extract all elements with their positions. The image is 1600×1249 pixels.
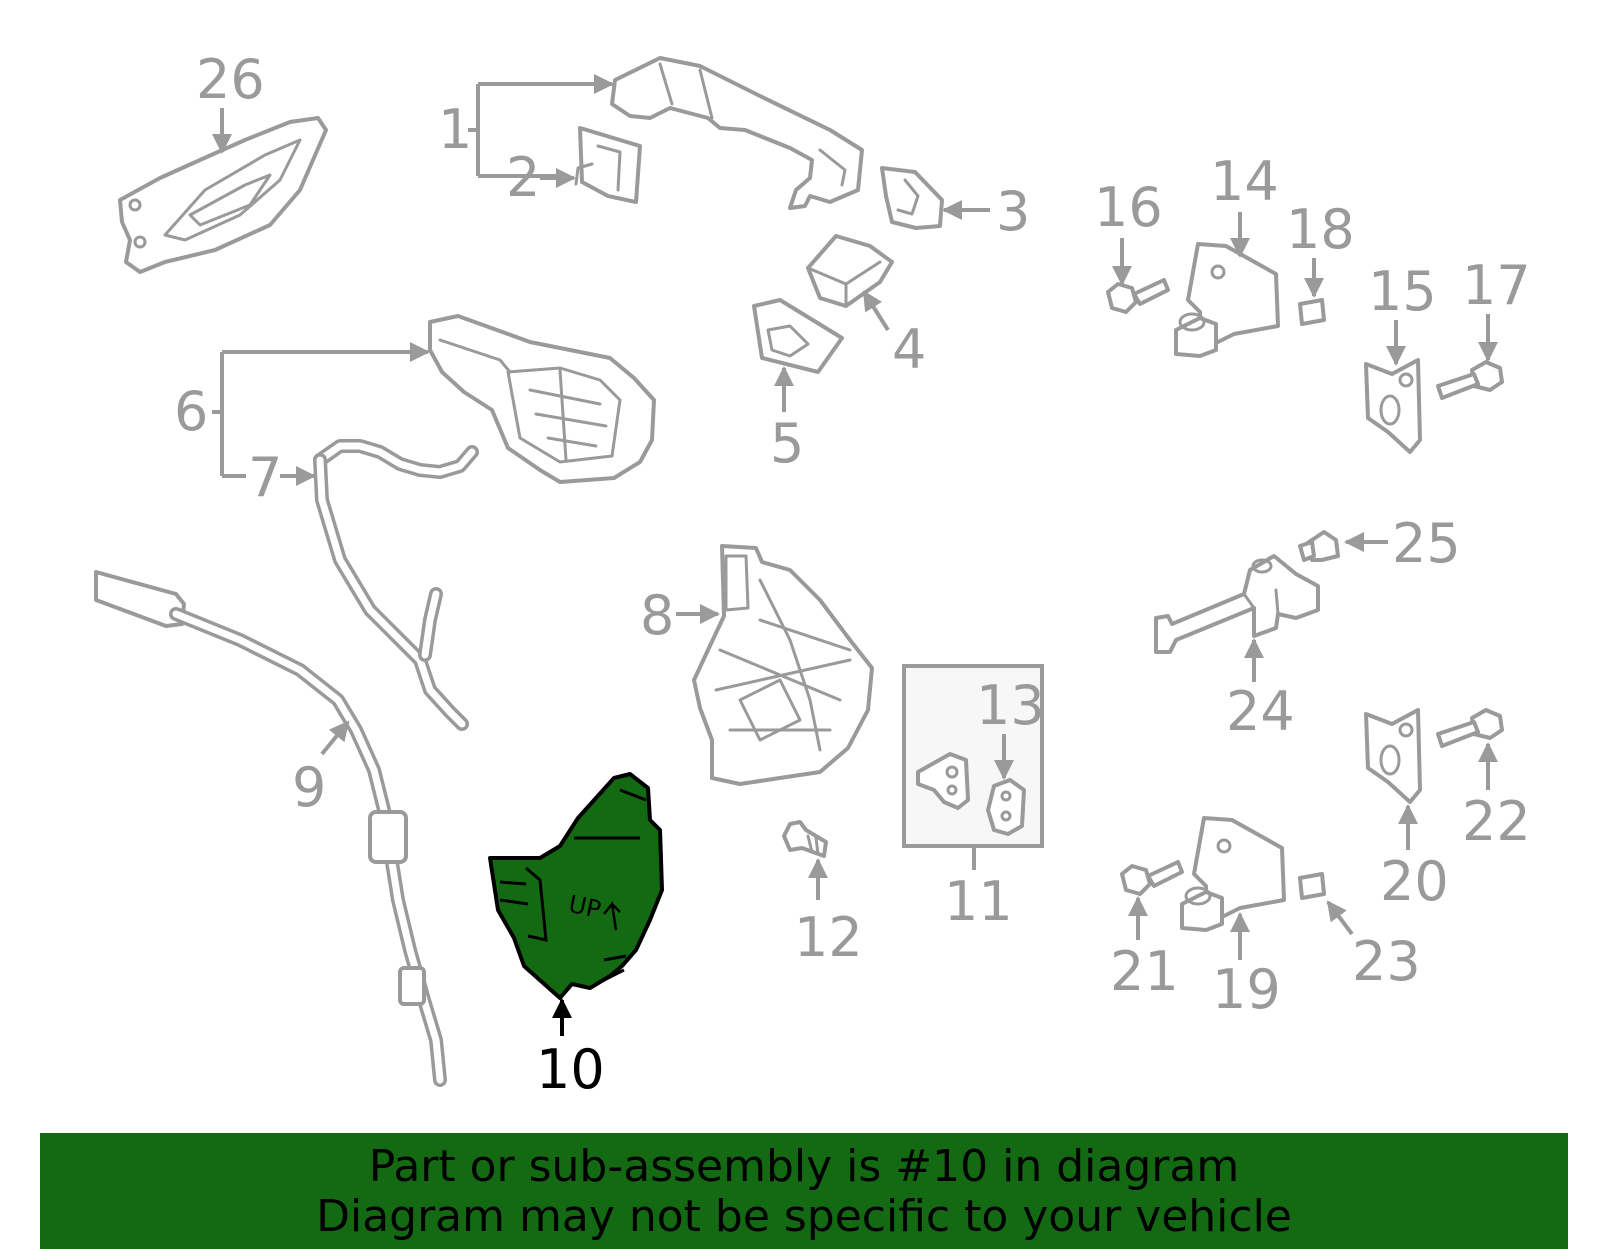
leader-23 <box>1326 900 1354 936</box>
label-part-21: 21 <box>1110 940 1179 1003</box>
label-part-17: 17 <box>1462 254 1531 317</box>
part-4-switch <box>806 234 894 308</box>
part-10-up-marking: UP <box>566 890 603 924</box>
label-part-9: 9 <box>292 756 326 819</box>
label-part-24: 24 <box>1226 680 1295 743</box>
part-17-bolt <box>1436 360 1504 400</box>
leader-9 <box>320 720 350 756</box>
label-part-2: 2 <box>506 146 540 209</box>
leader-4 <box>862 290 890 332</box>
part-2-bracket <box>574 126 642 204</box>
label-part-10: 10 <box>536 1038 605 1101</box>
label-part-26: 26 <box>196 48 265 111</box>
label-part-22: 22 <box>1462 790 1531 853</box>
leader-6 <box>212 350 428 478</box>
label-part-3: 3 <box>996 180 1030 243</box>
label-part-18: 18 <box>1286 198 1355 261</box>
label-part-7: 7 <box>248 446 282 509</box>
label-part-16: 16 <box>1094 176 1163 239</box>
label-part-23: 23 <box>1352 930 1421 993</box>
part-10-cover: UP <box>488 772 664 1000</box>
label-part-1: 1 <box>438 98 472 161</box>
part-7-cable <box>313 439 479 731</box>
part-11-kit-box <box>902 664 1044 848</box>
label-part-13: 13 <box>976 674 1045 737</box>
part-25-screw <box>1298 530 1340 562</box>
part-23-bushing <box>1298 872 1326 900</box>
label-part-12: 12 <box>794 906 863 969</box>
part-24-check-strap <box>1154 554 1320 654</box>
part-1-exterior-handle <box>610 56 864 210</box>
part-20-plate <box>1364 708 1422 804</box>
label-part-15: 15 <box>1368 260 1437 323</box>
part-22-bolt <box>1436 708 1504 748</box>
label-part-8: 8 <box>640 584 674 647</box>
part-21-bolt <box>1120 860 1184 896</box>
notice-line-1: Part or sub-assembly is #10 in diagram <box>368 1141 1240 1192</box>
notice-line-2: Diagram may not be specific to your vehi… <box>316 1191 1292 1242</box>
part-3-cap <box>880 166 944 230</box>
leader-1 <box>468 82 612 178</box>
part-16-bolt <box>1106 278 1170 314</box>
part-6-latch-assembly <box>428 314 656 484</box>
label-part-6: 6 <box>174 380 208 443</box>
part-14-hinge <box>1174 242 1280 358</box>
part-9-rod <box>94 570 447 1087</box>
part-8-latch <box>692 544 874 786</box>
part-15-plate <box>1364 358 1422 454</box>
notice-banner: Part or sub-assembly is #10 in diagram D… <box>40 1133 1568 1249</box>
label-part-4: 4 <box>892 318 926 381</box>
label-part-20: 20 <box>1380 850 1449 913</box>
label-part-11: 11 <box>944 870 1013 933</box>
label-part-25: 25 <box>1392 512 1461 575</box>
label-part-14: 14 <box>1210 150 1279 213</box>
label-part-5: 5 <box>770 412 804 475</box>
part-5-pad <box>752 298 844 374</box>
label-part-19: 19 <box>1212 958 1281 1021</box>
part-18-bushing <box>1298 298 1326 326</box>
part-12-screw <box>782 820 828 858</box>
part-19-hinge <box>1180 816 1286 932</box>
